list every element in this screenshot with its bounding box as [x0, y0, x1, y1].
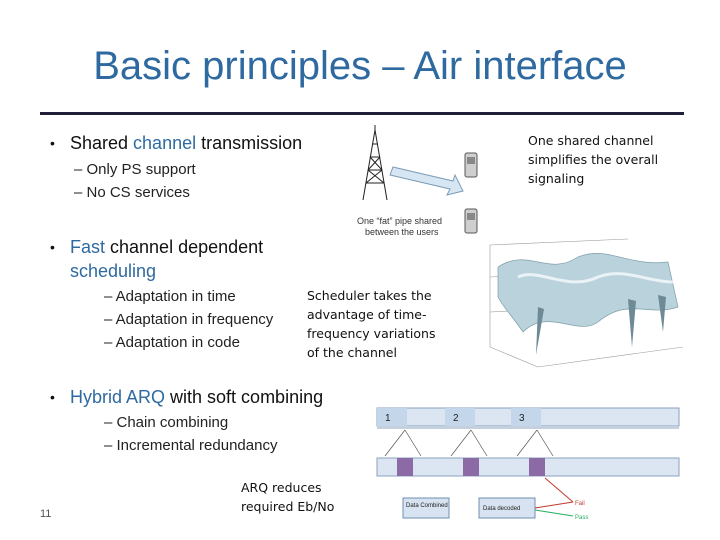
note-line: Scheduler takes the [307, 288, 432, 303]
data-combined-box [402, 497, 450, 519]
phone-icon [464, 208, 478, 234]
bullet-dot: • [50, 389, 55, 405]
sub-bullet-list-3: – Chain combining – Incremental redundan… [104, 411, 277, 457]
sub-bullet-list-1: – Only PS support – No CS services [74, 158, 196, 204]
sub-bullet: – No CS services [74, 184, 190, 201]
harq-slot-label: 1 [385, 413, 391, 424]
channel-surface-plot [489, 238, 684, 368]
note-scheduler: Scheduler takes the advantage of time- f… [307, 286, 435, 362]
bullet-shared-channel: • Shared channel transmission [50, 131, 303, 155]
page-number: 11 [40, 508, 52, 520]
harq-tx-block [463, 458, 479, 476]
bullet-text-highlight: Fast [70, 237, 106, 257]
note-line: of the channel [307, 345, 397, 360]
sub-bullet: – Only PS support [74, 161, 196, 178]
title-divider [40, 112, 684, 115]
harq-tx-block [529, 458, 545, 476]
tower-pipe-illustration: One “fat” pipe shared between the users [357, 125, 478, 237]
pipe-caption-line: between the users [365, 227, 439, 237]
bullet-text-pre: Shared [70, 133, 134, 153]
sub-bullet: – Adaptation in frequency [104, 311, 274, 328]
note-shared-channel: One shared channel simplifies the overal… [528, 131, 658, 188]
harq-timeline-bar [376, 457, 680, 477]
sub-bullet: – Adaptation in time [104, 288, 236, 305]
note-line: frequency variations [307, 326, 436, 341]
sub-bullet-list-2: – Adaptation in time – Adaptation in fre… [104, 285, 273, 354]
sub-bullet: – Incremental redundancy [104, 437, 278, 454]
harq-slot-label: 2 [453, 413, 459, 424]
harq-label: Fail [575, 501, 585, 507]
bullet-text-highlight: Hybrid ARQ [70, 387, 166, 407]
bullet-dot: • [50, 239, 55, 255]
harq-label: Data decoded [483, 506, 520, 512]
cell-tower-icon [362, 125, 388, 201]
bullet-text-post: transmission [196, 133, 303, 153]
bullet-fast-scheduling: • Fast channel dependent scheduling [50, 235, 264, 283]
fat-pipe-arrow [389, 166, 464, 196]
bullet-dot: • [50, 135, 55, 151]
note-line: simplifies the overall [528, 152, 659, 167]
harq-label: Data Combined [406, 503, 448, 509]
note-line: ARQ reduces [241, 480, 322, 495]
sub-bullet: – Adaptation in code [104, 334, 240, 351]
bullet-text-post: with soft combining [165, 387, 324, 407]
harq-tx-block [397, 458, 413, 476]
bullet-text-line2: scheduling [70, 261, 157, 281]
note-line: required Eb/No [241, 499, 335, 514]
slide-title: Basic principles – Air interface [93, 44, 627, 88]
phone-icon [464, 152, 478, 178]
bullet-hybrid-arq: • Hybrid ARQ with soft combining [50, 385, 324, 409]
note-line: advantage of time- [307, 307, 427, 322]
note-line: One shared channel [528, 133, 654, 148]
bullet-text-post: channel dependent [105, 237, 264, 257]
harq-diagram: 1 2 3 Data Combined Data decoded Fail Pa… [376, 407, 680, 521]
bullet-text-highlight: channel [133, 133, 197, 153]
note-line: signaling [528, 171, 585, 186]
sub-bullet: – Chain combining [104, 414, 229, 431]
pipe-caption-line: One “fat” pipe shared [357, 216, 442, 226]
harq-slot-label: 3 [519, 413, 525, 424]
note-arq: ARQ reduces required Eb/No [241, 478, 334, 516]
harq-label: Pass [575, 515, 588, 521]
